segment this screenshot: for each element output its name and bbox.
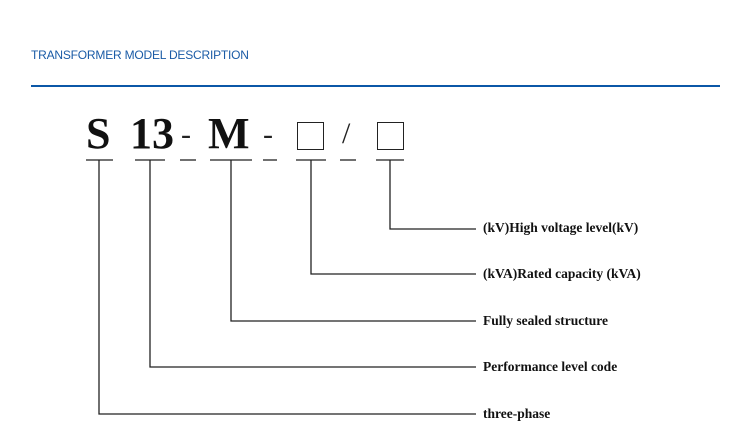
separator-dash-1: - (181, 118, 191, 151)
label-sealed-structure: Fully sealed structure (483, 313, 608, 328)
title-divider (31, 85, 720, 87)
leader-rated-capacity (310, 160, 476, 275)
leader-performance (149, 160, 476, 368)
rated-capacity-placeholder-box (297, 122, 324, 150)
label-performance-code: Performance level code (483, 359, 618, 374)
code-performance: 13 (130, 109, 174, 158)
code-phase: S (86, 109, 111, 158)
leader-phase (98, 160, 476, 415)
label-high-voltage: (kV)High voltage level(kV) (483, 220, 639, 235)
label-rated-capacity: (kVA)Rated capacity (kVA) (483, 266, 641, 281)
separator-slash: / (342, 117, 351, 150)
label-three-phase: three-phase (483, 406, 551, 421)
separator-dash-2: - (263, 118, 273, 151)
section-title: TRANSFORMER MODEL DESCRIPTION (31, 48, 249, 62)
code-structure: M (208, 109, 250, 158)
leader-high-voltage (389, 160, 476, 230)
high-voltage-placeholder-box (377, 122, 404, 150)
leader-sealed (230, 160, 476, 322)
